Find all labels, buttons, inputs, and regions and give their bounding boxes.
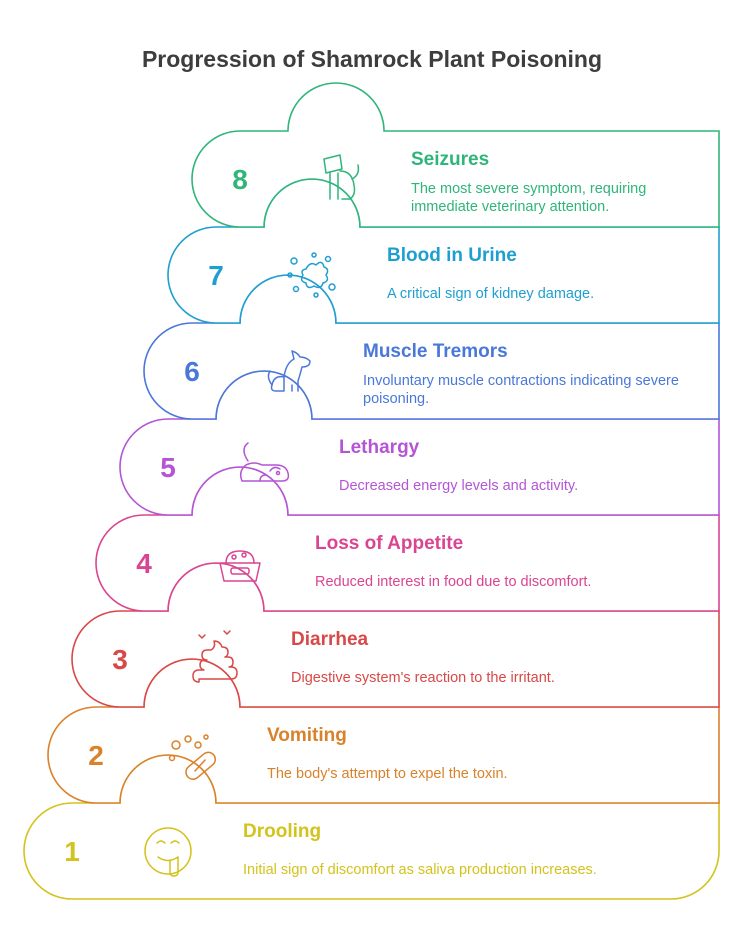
sitting-dog-icon	[267, 350, 311, 392]
step-8-number: 8	[232, 164, 248, 195]
step-8-outline	[191, 82, 720, 228]
step-8-title: Seizures	[411, 149, 489, 170]
step-4-number: 4	[136, 548, 152, 579]
step-1-number: 1	[64, 836, 80, 867]
step-2-title: Vomiting	[267, 725, 347, 746]
step-2-description: The body's attempt to expel the toxin.	[267, 766, 508, 782]
step-3-number: 3	[112, 644, 128, 675]
step-5-number: 5	[160, 452, 176, 483]
step-1-description: Initial sign of discomfort as saliva pro…	[243, 862, 597, 878]
step-6-description: poisoning.	[363, 391, 429, 407]
step-4-description: Reduced interest in food due to discomfo…	[315, 574, 591, 590]
step-6-title: Muscle Tremors	[363, 341, 508, 362]
step-8-description: The most severe symptom, requiring	[411, 181, 646, 197]
step-7-number: 7	[208, 260, 224, 291]
blood-splatter-icon	[287, 252, 336, 298]
step-3-title: Diarrhea	[291, 629, 369, 650]
step-6-number: 6	[184, 356, 200, 387]
step-4-title: Loss of Appetite	[315, 533, 463, 554]
step-1-title: Drooling	[243, 821, 321, 842]
step-8-description: immediate veterinary attention.	[411, 199, 609, 215]
step-7: 7 Blood in Urine A critical sign of kidney…	[167, 178, 720, 324]
pill-toxin-icon	[168, 734, 217, 780]
step-7-title: Blood in Urine	[387, 245, 517, 266]
dog-cone-icon	[323, 154, 360, 200]
step-5-title: Lethargy	[339, 437, 420, 458]
step-7-description: A critical sign of kidney damage.	[387, 286, 594, 302]
drooling-face-icon	[144, 827, 192, 877]
lying-dog-icon	[239, 442, 290, 482]
step-2-number: 2	[88, 740, 104, 771]
page-title: Progression of Shamrock Plant Poisoning	[141, 46, 603, 72]
step-5-description: Decreased energy levels and activity.	[339, 478, 578, 494]
food-bowl-icon	[219, 550, 261, 582]
step-3-description: Digestive system's reaction to the irrit…	[291, 670, 555, 686]
poop-icon	[192, 630, 238, 683]
step-6-description: Involuntary muscle contractions indicati…	[363, 373, 679, 389]
